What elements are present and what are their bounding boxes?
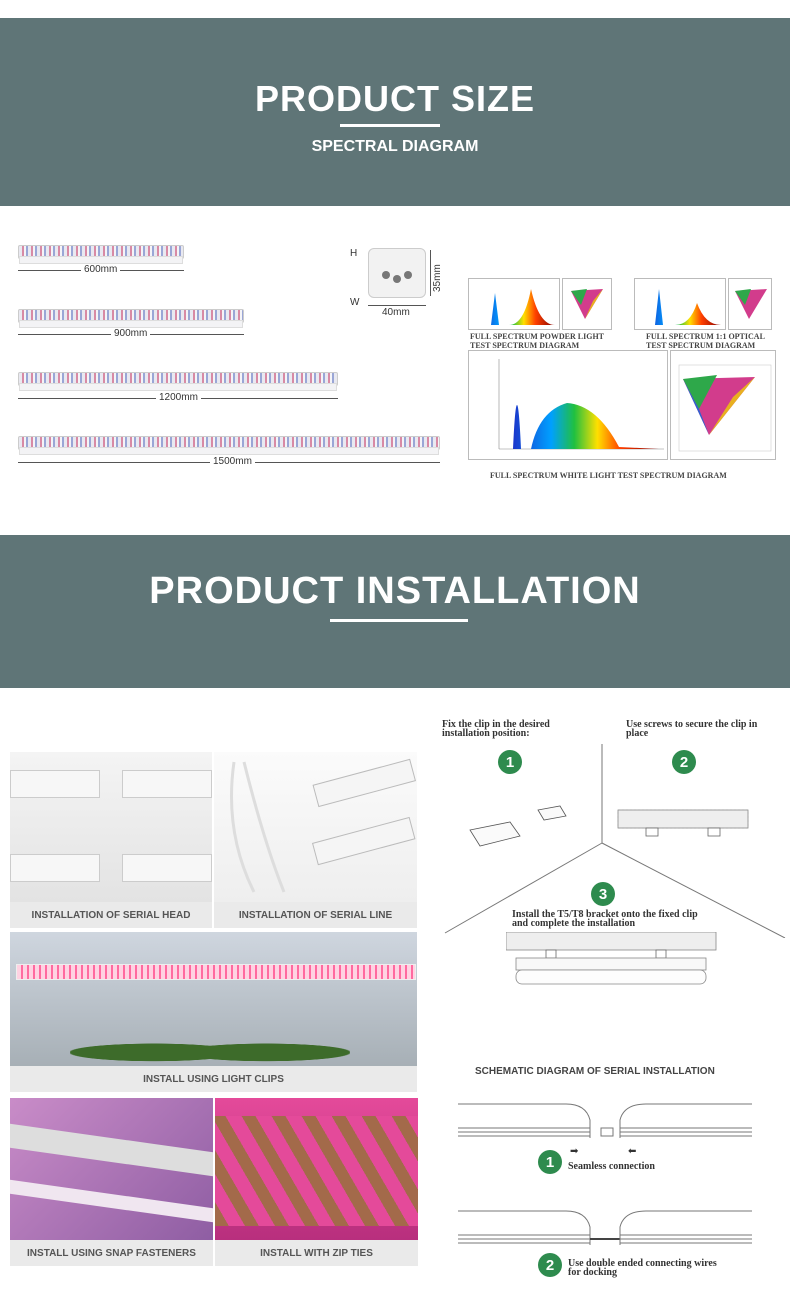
cie-chart-icon <box>571 289 603 319</box>
dim-label-1500: 1500mm <box>210 456 255 467</box>
pin-icon <box>393 275 401 283</box>
dim-label-900: 900mm <box>111 328 151 339</box>
endcap-height-label: 35mm <box>432 264 443 292</box>
section-subtitle: SPECTRAL DIAGRAM <box>311 138 479 155</box>
endcap-h-label: H <box>350 248 358 259</box>
title-underline <box>340 124 440 127</box>
spectrum-powder-graph <box>468 278 560 330</box>
photo-caption: INSTALLATION OF SERIAL HEAD <box>10 902 212 928</box>
plants <box>70 1032 350 1066</box>
double-ended-connection-drawing <box>458 1210 752 1245</box>
product-installation-banner: PRODUCT INSTALLATION <box>0 535 790 688</box>
tube-segment <box>122 854 212 882</box>
tube-1500 <box>18 436 440 455</box>
spectrum-white-graph <box>468 350 668 460</box>
spectrum-curve-icon <box>643 289 721 325</box>
tube-segment <box>10 1179 213 1223</box>
photo-serial-head: INSTALLATION OF SERIAL HEAD <box>10 752 212 928</box>
caption-text: FULL SPECTRUM 1:1 OPTICAL TEST SPECTRUM … <box>646 332 765 350</box>
spectrum-white-caption: FULL SPECTRUM WHITE LIGHT TEST SPECTRUM … <box>490 471 727 480</box>
photo-snap-fasteners: INSTALL USING SNAP FASTENERS <box>10 1098 213 1266</box>
tube-segment <box>122 770 212 798</box>
serial-step2-badge: 2 <box>538 1253 562 1277</box>
step3-text: Install the T5/T8 bracket onto the fixed… <box>512 909 698 929</box>
schematic-title: SCHEMATIC DIAGRAM OF SERIAL INSTALLATION <box>475 1066 715 1077</box>
arrow-right-icon: ➡ <box>570 1146 579 1157</box>
photo-caption: INSTALL USING LIGHT CLIPS <box>10 1066 417 1092</box>
step2-badge: 2 <box>672 750 696 774</box>
spectrum-powder-cie <box>562 278 612 330</box>
step3-badge: 3 <box>591 882 615 906</box>
step2-text: Use screws to secure the clip in place <box>626 719 758 739</box>
tube-segment <box>10 854 100 882</box>
cable-icon <box>230 758 417 893</box>
endcap-w-label: W <box>350 297 360 308</box>
spectrum-powder-caption: FULL SPECTRUM POWDER LIGHT TEST SPECTRUM… <box>470 332 620 350</box>
spectrum-white-cie <box>670 350 776 460</box>
serial-step1-text: Seamless connection <box>568 1161 655 1172</box>
shelf-rail <box>10 1123 213 1177</box>
photo-caption: INSTALLATION OF SERIAL LINE <box>214 902 417 928</box>
arrow-left-icon: ⬅ <box>628 1146 637 1157</box>
seamless-connection-drawing <box>458 1103 752 1138</box>
step3-bracket-drawing <box>506 932 717 985</box>
steps-divider-lines <box>444 744 786 938</box>
tube-segment <box>10 770 100 798</box>
section-title: PRODUCT SIZE <box>254 78 535 119</box>
spectrum-optical-cie <box>728 278 772 330</box>
shelf-slats <box>215 1116 418 1226</box>
pin-icon <box>382 271 390 279</box>
dim-label-1200: 1200mm <box>156 392 201 403</box>
spectrum-optical-caption: FULL SPECTRUM 1:1 OPTICAL TEST SPECTRUM … <box>646 332 786 350</box>
section-title: PRODUCT INSTALLATION <box>149 570 641 612</box>
pin-icon <box>404 271 412 279</box>
title-underline <box>330 619 468 622</box>
endcap-height-line <box>430 250 431 296</box>
serial-step1-badge: 1 <box>538 1150 562 1174</box>
tube-900 <box>18 309 244 328</box>
photo-caption: INSTALL WITH ZIP TIES <box>215 1240 418 1266</box>
tube-1200 <box>18 372 338 391</box>
cie-chart-icon <box>678 364 772 452</box>
spectrum-optical-graph <box>634 278 726 330</box>
cie-chart-icon <box>735 289 767 319</box>
caption-text: FULL SPECTRUM POWDER LIGHT TEST SPECTRUM… <box>470 332 605 350</box>
step1-badge: 1 <box>498 750 522 774</box>
photo-caption: INSTALL USING SNAP FASTENERS <box>10 1240 213 1266</box>
endcap-width-line <box>368 305 426 306</box>
photo-serial-line: INSTALLATION OF SERIAL LINE <box>214 752 417 928</box>
spectrum-curve-icon <box>477 289 555 325</box>
endcap-width-label: 40mm <box>382 307 410 318</box>
photo-light-clips: INSTALL USING LIGHT CLIPS <box>10 932 417 1092</box>
endcap-block <box>368 248 426 298</box>
step1-text: Fix the clip in the desired installation… <box>442 719 550 739</box>
tube-600 <box>18 245 184 264</box>
dim-label-600: 600mm <box>81 264 121 275</box>
lit-tube <box>16 964 416 980</box>
spectrum-curve-icon <box>498 359 664 450</box>
product-size-banner: PRODUCT SIZE SPECTRAL DIAGRAM <box>0 18 790 206</box>
serial-step2-text: Use double ended connecting wires for do… <box>568 1258 717 1278</box>
photo-zip-ties: INSTALL WITH ZIP TIES <box>215 1098 418 1266</box>
